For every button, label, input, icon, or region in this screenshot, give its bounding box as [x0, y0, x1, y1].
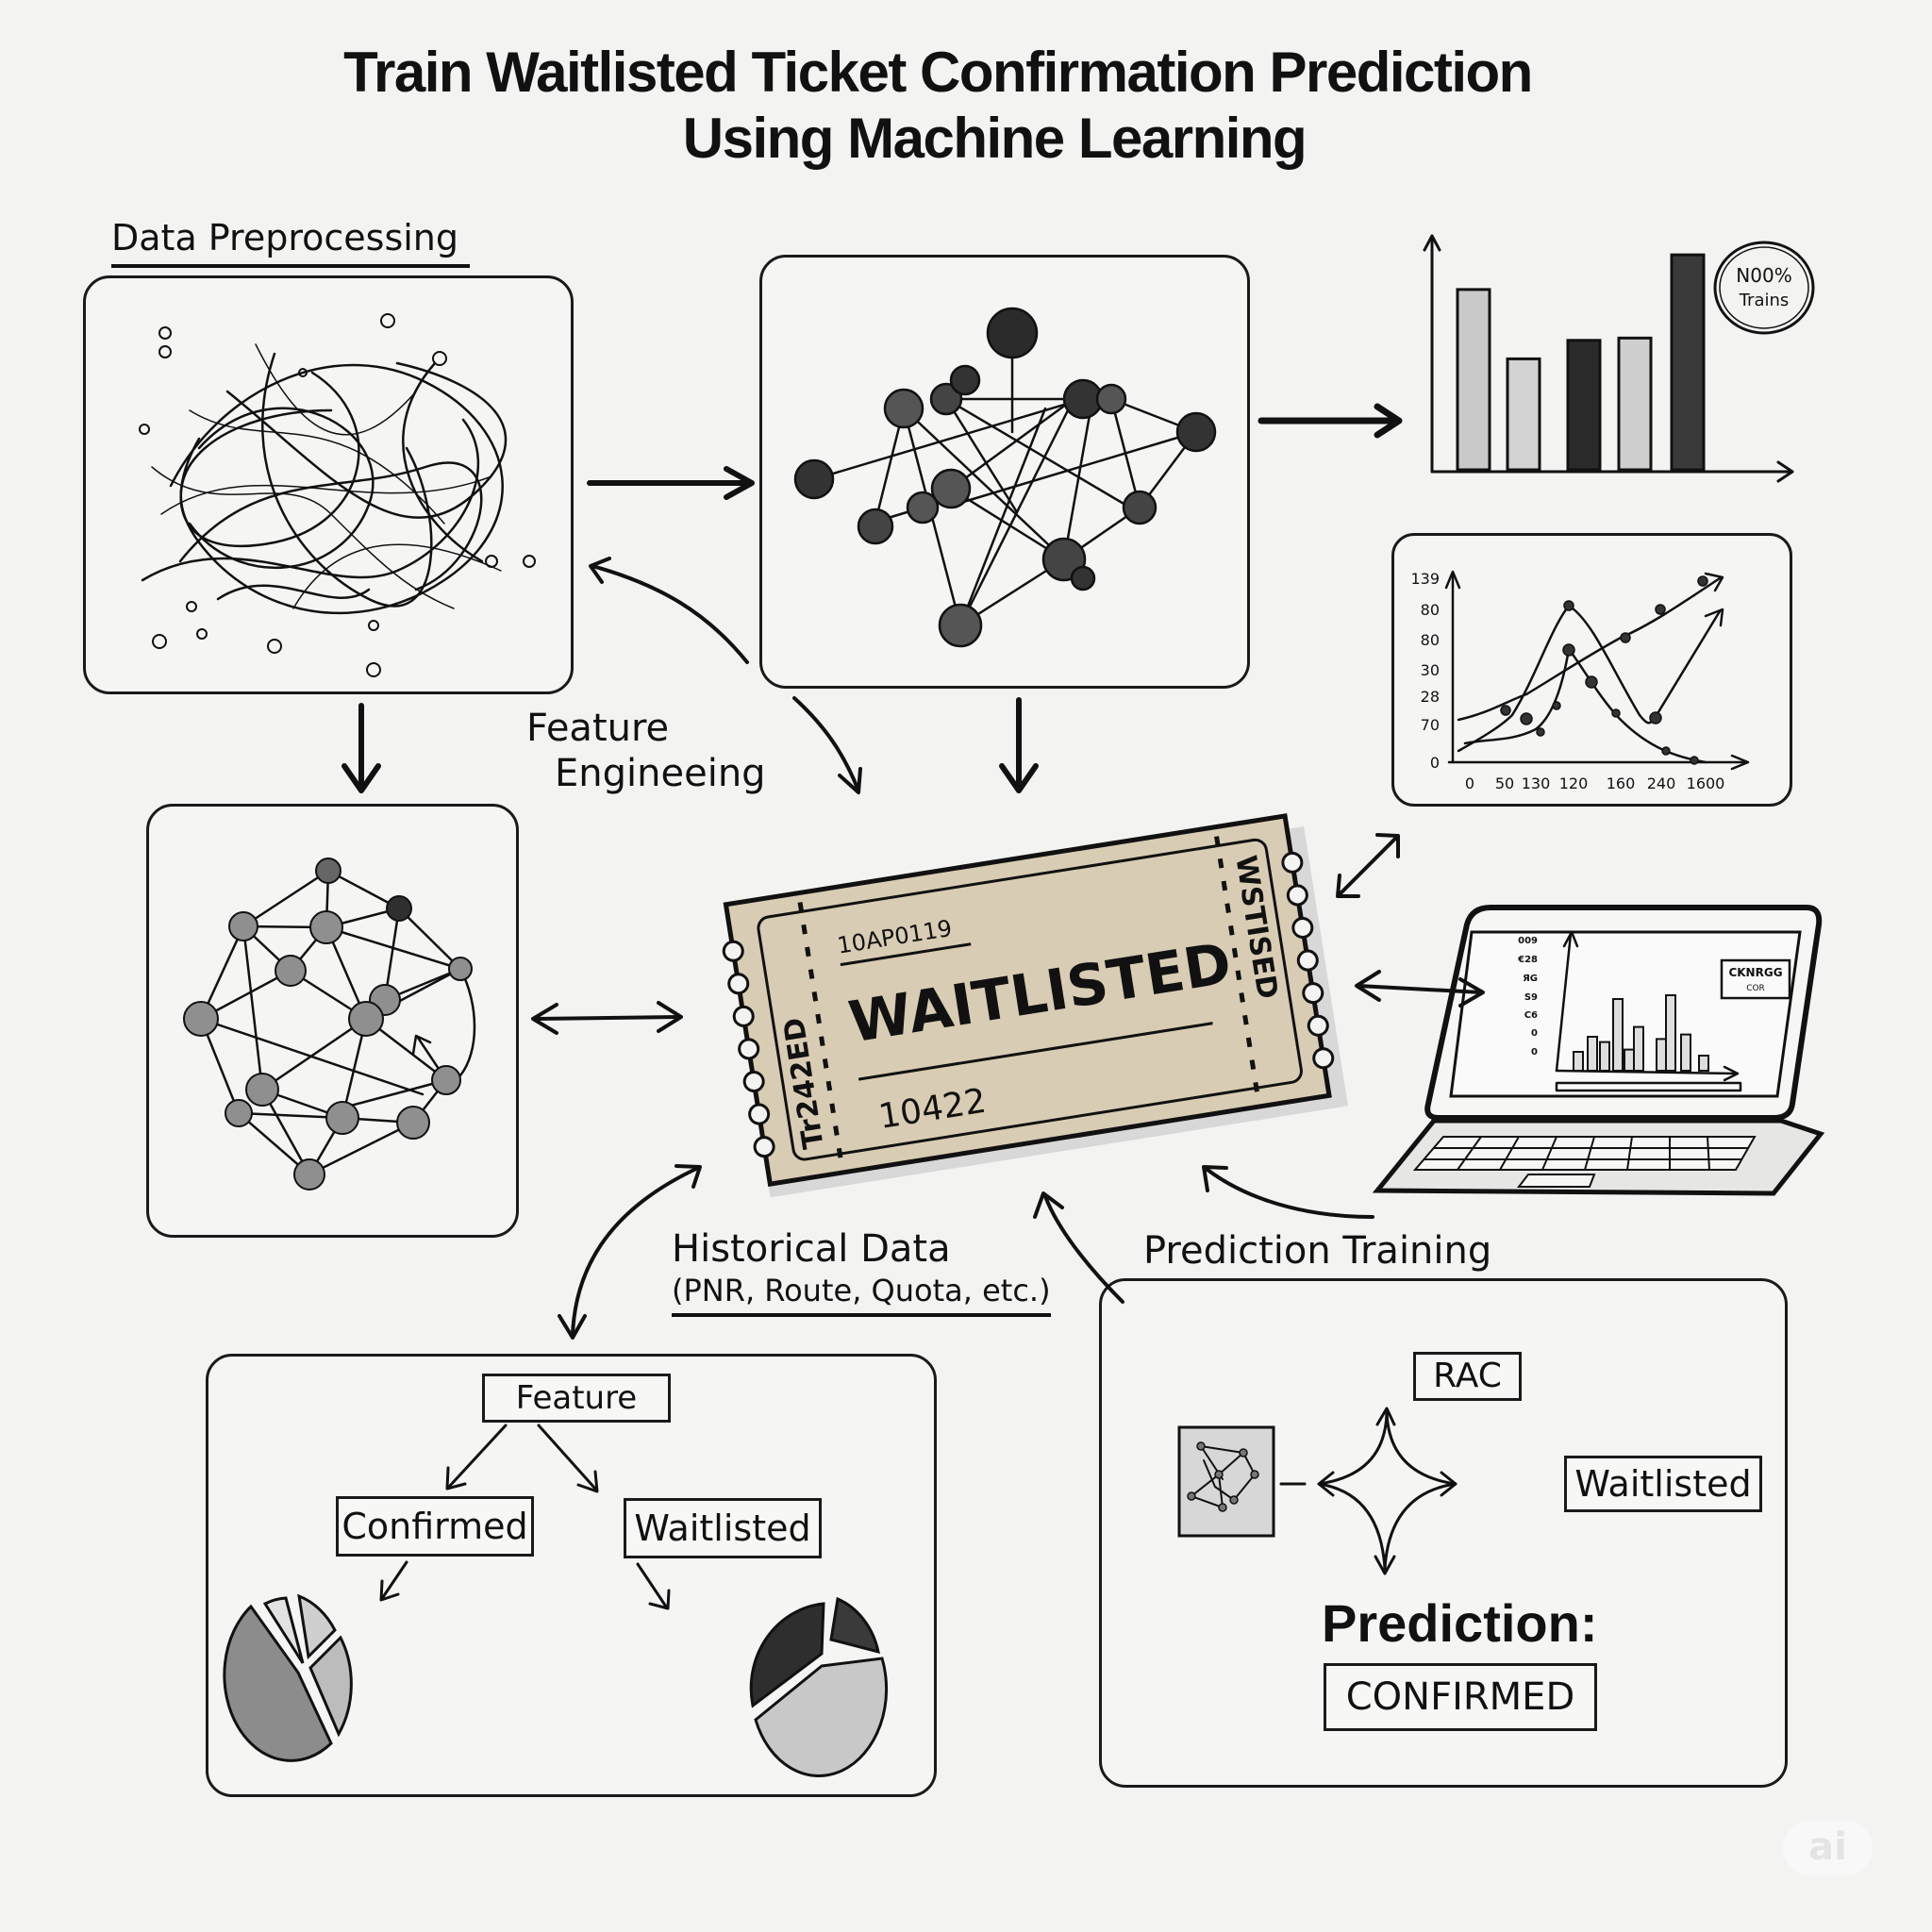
line-x-tick: 120: [1559, 774, 1589, 792]
series-line-rising: [1457, 576, 1722, 722]
laptop-bar-5: [1624, 1048, 1635, 1073]
badge-line-2: Trains: [1739, 291, 1790, 310]
bar-chart-figure: N00% Trains: [1423, 234, 1815, 483]
waitlisted-pie-slice-3: [754, 1657, 889, 1778]
waitlisted-ticket: 10AP0119 WAITLISTED 10422 Tr242ED WSTISE…: [722, 813, 1348, 1198]
bar-4: [1617, 336, 1653, 472]
line-x-tick: 50: [1495, 774, 1514, 792]
prediction-diagram: [1177, 1407, 1457, 1575]
confirmed-pie-slice-4: [308, 1635, 353, 1738]
arrow-feedback-to-preprocess: [589, 557, 749, 664]
title-line-2: Using Machine Learning: [682, 107, 1307, 170]
laptop-bar-8: [1665, 994, 1676, 1072]
line-y-tick: 80: [1421, 601, 1440, 619]
arrow-network-to-ticket: [792, 696, 862, 794]
line-x-tick: 130: [1522, 774, 1551, 792]
prediction-panel: RAC Waitlisted Prediction: CONFIRMED: [1099, 1278, 1788, 1788]
line-x-tick: 240: [1647, 774, 1676, 792]
laptop-bar-7: [1656, 1038, 1667, 1072]
arrow-preprocess-down: [341, 703, 381, 793]
laptop-y-tick: 0: [1531, 1028, 1538, 1039]
rac-node: RAC: [1413, 1352, 1522, 1401]
line-x-tick: 1600: [1687, 774, 1725, 792]
confirmed-node: Confirmed: [336, 1496, 534, 1557]
waitlisted-pie-slice-1: [749, 1602, 825, 1708]
bar-5: [1670, 253, 1706, 472]
waitlisted-pie-slice-2: [829, 1596, 880, 1655]
badge-line-1: N00%: [1736, 264, 1791, 287]
confirmed-pie-slice-2: [262, 1596, 305, 1664]
prediction-result: CONFIRMED: [1324, 1663, 1597, 1731]
data-preprocessing-panel: [83, 275, 574, 694]
line-chart-figure: 139 80 80 30 28 70 0 0 50 130 120 160 240 1600: [1410, 570, 1750, 792]
page-title: Train Waitlisted Ticket Confirmation Pre…: [0, 40, 1932, 172]
laptop-y-tick: S9: [1524, 992, 1538, 1003]
feature-tree-panel: Feature Confirmed Waitlisted: [206, 1354, 937, 1797]
four-way-arrow-icon: [1279, 1407, 1457, 1575]
watermark-logo: ai: [1783, 1821, 1873, 1875]
title-line-1: Train Waitlisted Ticket Confirmation Pre…: [343, 41, 1533, 104]
waitlisted-pie-chart: [749, 1596, 889, 1778]
laptop-bar-2: [1587, 1036, 1598, 1072]
data-preprocessing-label: Data Preprocessing: [111, 217, 470, 268]
laptop-bar-4: [1612, 998, 1624, 1072]
laptop-y-tick: ЯG: [1523, 974, 1538, 984]
bar-group: [1456, 253, 1706, 472]
confirmed-pie-chart: [223, 1593, 353, 1762]
arrow-bidirectional-left: [531, 1001, 683, 1035]
laptop-bar-6: [1633, 1025, 1644, 1073]
line-y-tick: 28: [1421, 688, 1440, 706]
feature-engineering-line-2: Engineeing: [555, 752, 766, 795]
line-x-tick: 0: [1465, 774, 1474, 792]
feature-engineering-line-1: Feature: [526, 707, 670, 750]
laptop-badge: [1720, 958, 1791, 1000]
prediction-training-label: Prediction Training: [1143, 1229, 1492, 1273]
laptop-y-tick: 0: [1531, 1047, 1538, 1058]
tangled-data-icon: [139, 313, 536, 677]
confirmed-pie-slice-3: [297, 1593, 337, 1660]
arrow-right-icon: [1257, 403, 1403, 439]
feature-network-panel: [759, 255, 1250, 689]
line-y-tick: 0: [1430, 754, 1440, 772]
feature-engineering-label: Feature Engineeing: [526, 708, 766, 794]
line-y-tick: 139: [1410, 570, 1440, 588]
historical-data-label: Historical Data (PNR, Route, Quota, etc.…: [672, 1228, 1051, 1317]
line-x-tick: 160: [1607, 774, 1636, 792]
laptop-bar-3: [1599, 1041, 1610, 1073]
laptop-bar-10: [1698, 1055, 1709, 1072]
bar-3: [1566, 339, 1602, 472]
laptop-badge-line-1: CKNRGG: [1728, 966, 1782, 979]
laptop-badge-line-2: COR: [1746, 984, 1765, 993]
laptop-y-tick: €28: [1517, 955, 1538, 965]
trains-badge: N00% Trains: [1713, 241, 1815, 335]
network-graph-icon: [793, 307, 1217, 648]
line-chart-panel: 139 80 80 30 28 70 0 0 50 130 120 160 240 1600: [1391, 533, 1792, 807]
bar-1: [1456, 288, 1491, 472]
arrow-network-down: [999, 697, 1039, 793]
waitlisted-node: Waitlisted: [624, 1498, 822, 1558]
prediction-heading: Prediction:: [1322, 1593, 1598, 1653]
laptop-bar-9: [1680, 1033, 1691, 1073]
feature-node: Feature: [482, 1374, 671, 1423]
waitlisted-outcome-node: Waitlisted: [1564, 1456, 1762, 1512]
laptop-y-tick: 009: [1518, 936, 1538, 946]
feature-tree-arrows: [223, 1424, 889, 1778]
neural-network-icon: [183, 858, 476, 1191]
line-y-tick: 80: [1421, 631, 1440, 649]
historical-data-subtitle: (PNR, Route, Quota, etc.): [672, 1274, 1051, 1317]
bar-2: [1506, 357, 1541, 472]
arrow-preprocess-to-network: [587, 466, 755, 500]
model-thumbnail: [1177, 1425, 1275, 1538]
historical-data-title: Historical Data: [672, 1227, 951, 1271]
confirmed-pie-slice-1: [223, 1604, 333, 1762]
line-y-tick: 70: [1421, 716, 1440, 734]
line-y-tick: 30: [1421, 661, 1440, 679]
laptop-y-tick: C6: [1524, 1010, 1538, 1021]
model-network-panel: [146, 804, 519, 1238]
laptop-bar-1: [1573, 1051, 1584, 1072]
